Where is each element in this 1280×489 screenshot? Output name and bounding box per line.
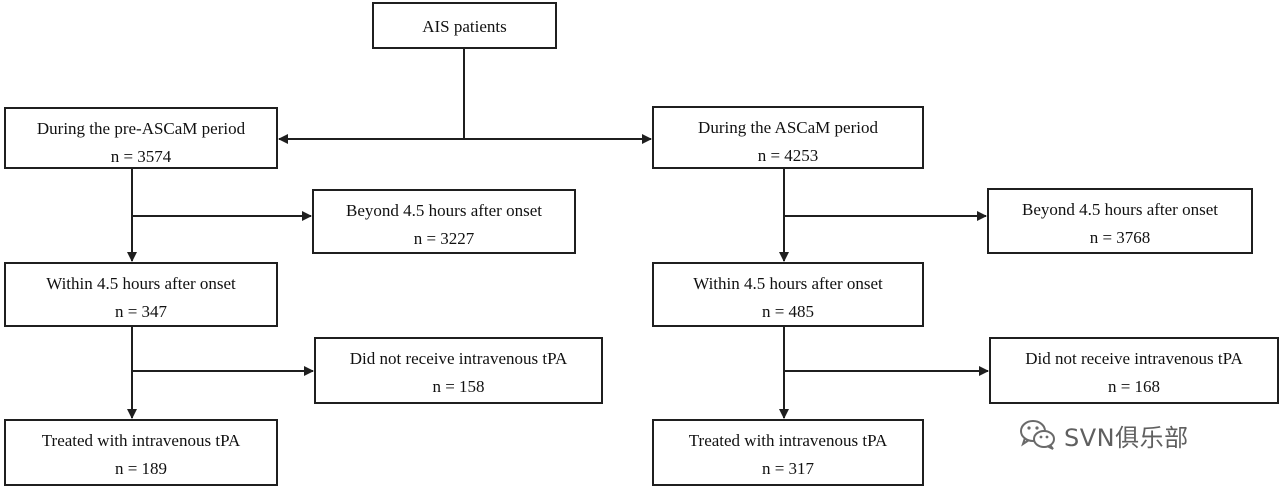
- right-period-box: During the ASCaM period n = 4253: [652, 106, 924, 169]
- right-beyond-box: Beyond 4.5 hours after onset n = 3768: [987, 188, 1253, 254]
- left-not-received-box: Did not receive intravenous tPA n = 158: [314, 337, 603, 404]
- left-within-label: Within 4.5 hours after onset: [46, 274, 236, 293]
- right-within-label: Within 4.5 hours after onset: [693, 274, 883, 293]
- right-period-label: During the ASCaM period: [698, 118, 878, 137]
- right-treated-count: n = 317: [761, 459, 815, 478]
- right-within-box: Within 4.5 hours after onset n = 485: [652, 262, 924, 327]
- left-within-count: n = 347: [114, 302, 168, 321]
- left-period-label: During the pre-ASCaM period: [36, 119, 246, 138]
- left-not-received-label: Did not receive intravenous tPA: [349, 349, 568, 368]
- left-period-box: During the pre-ASCaM period n = 3574: [4, 107, 278, 169]
- root-label: AIS patients: [422, 17, 507, 36]
- root-box: AIS patients: [372, 2, 557, 49]
- right-beyond-label: Beyond 4.5 hours after onset: [1022, 200, 1218, 219]
- left-beyond-box: Beyond 4.5 hours after onset n = 3227: [312, 189, 576, 254]
- left-beyond-label: Beyond 4.5 hours after onset: [346, 201, 542, 220]
- right-within-count: n = 485: [761, 302, 815, 321]
- left-treated-label: Treated with intravenous tPA: [41, 431, 241, 450]
- right-treated-label: Treated with intravenous tPA: [688, 431, 888, 450]
- left-period-count: n = 3574: [110, 147, 172, 166]
- left-beyond-count: n = 3227: [413, 229, 475, 248]
- watermark: SVN俱乐部: [1018, 418, 1189, 452]
- right-treated-box: Treated with intravenous tPA n = 317: [652, 419, 924, 486]
- right-not-received-count: n = 168: [1107, 377, 1161, 396]
- left-not-received-count: n = 158: [432, 377, 485, 396]
- right-not-received-label: Did not receive intravenous tPA: [1025, 349, 1243, 368]
- right-not-received-box: Did not receive intravenous tPA n = 168: [989, 337, 1279, 404]
- wechat-icon: [1020, 420, 1055, 450]
- right-beyond-count: n = 3768: [1089, 228, 1151, 247]
- watermark-text: SVN俱乐部: [1064, 423, 1189, 452]
- left-treated-box: Treated with intravenous tPA n = 189: [4, 419, 278, 486]
- left-within-box: Within 4.5 hours after onset n = 347: [4, 262, 278, 327]
- right-period-count: n = 4253: [757, 146, 819, 165]
- left-treated-count: n = 189: [114, 459, 168, 478]
